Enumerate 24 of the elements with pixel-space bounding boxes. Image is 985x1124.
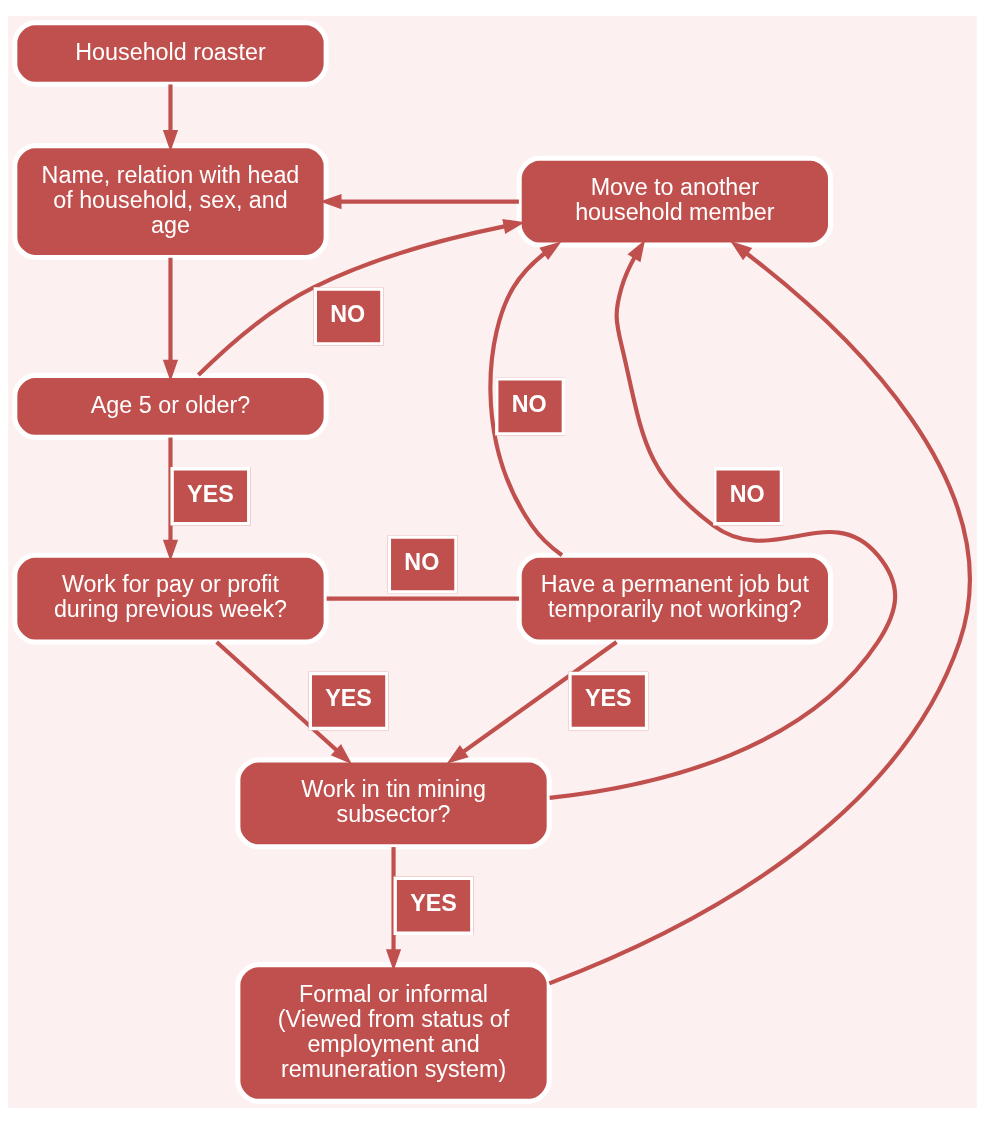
node-box: Household roaster: [12, 20, 329, 87]
arrow: [549, 239, 897, 800]
edge-label: YES: [584, 685, 632, 712]
node-box: Formal or informal (Viewed from status of employment and remuneration system): [235, 962, 552, 1104]
edge-label: NO: [729, 480, 765, 507]
arrow: [215, 640, 353, 765]
arrow: [488, 241, 564, 557]
edge-label: NO: [404, 548, 440, 575]
node-box: Work in tin mining subsector?: [235, 757, 552, 850]
arrow: [385, 847, 402, 971]
node-box: Work for pay or profit during previous week?: [12, 552, 329, 645]
edge-label: NO: [330, 300, 366, 327]
node-box: Name, relation with head of household, sex, and age: [12, 143, 329, 260]
edge-label: YES: [325, 685, 372, 712]
arrow: [162, 84, 179, 152]
arrow: [446, 640, 618, 764]
node-box: Have a permanent job but temporarily not working?: [516, 552, 833, 645]
edge-label: YES: [410, 890, 457, 917]
edge-label: YES: [187, 480, 234, 507]
arrow: [548, 241, 972, 986]
node-box: Move to another household member: [516, 155, 833, 248]
edge-label: NO: [511, 390, 547, 417]
node-box: Age 5 or older?: [12, 373, 329, 440]
connector: [326, 596, 520, 601]
